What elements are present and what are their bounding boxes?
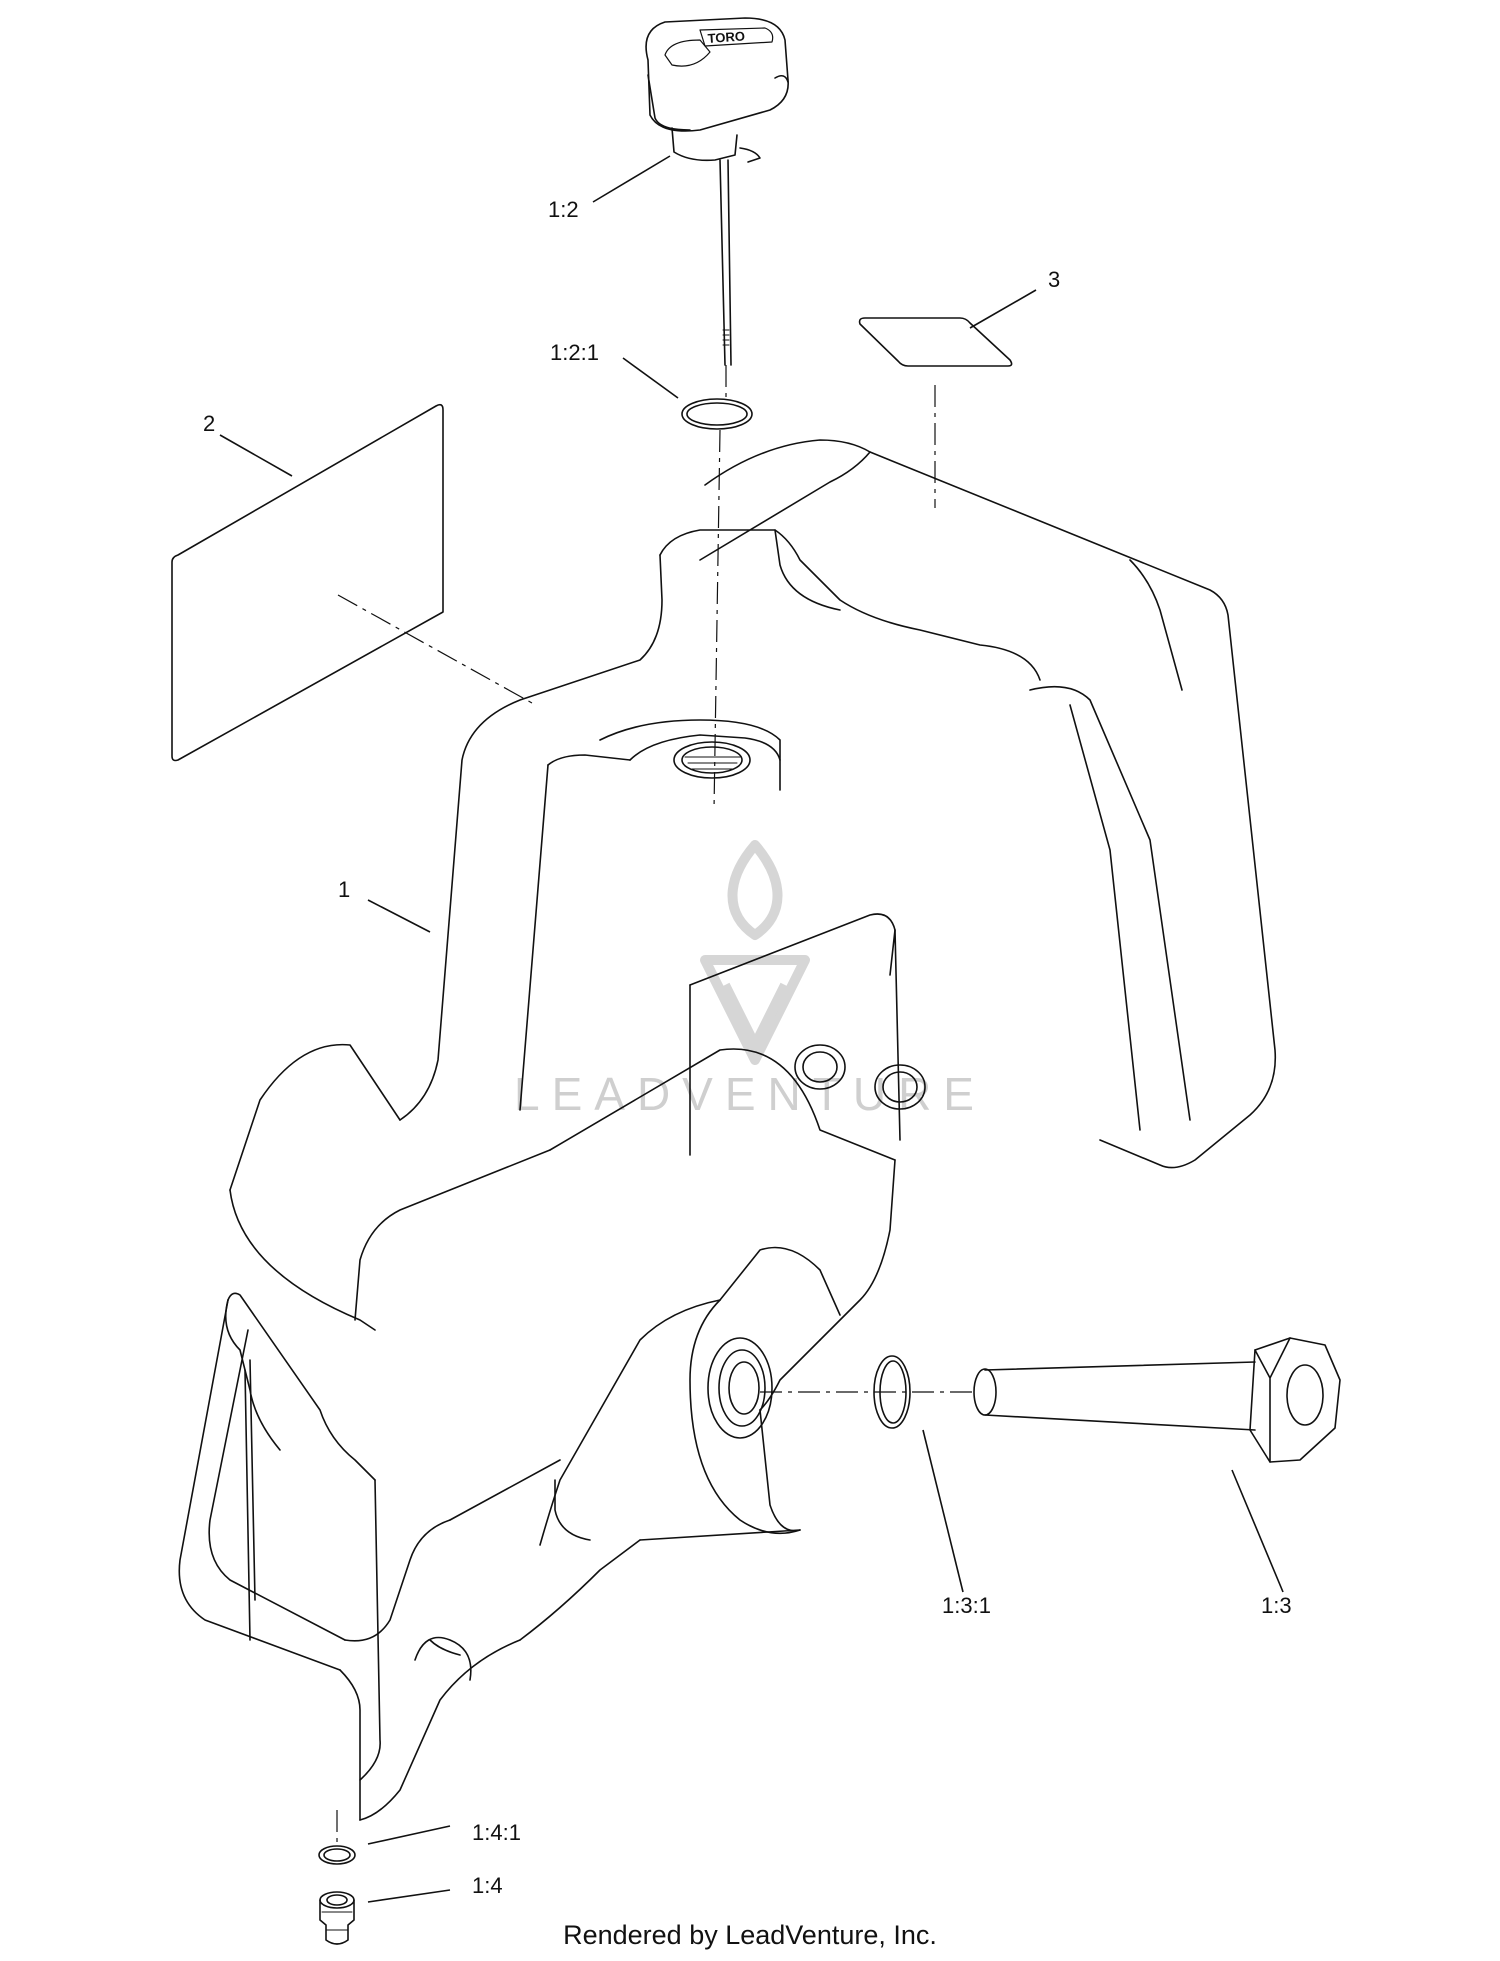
dipstick-cap: TORO <box>645 17 789 366</box>
watermark-text: LEADVENTURE <box>514 1068 986 1120</box>
callout-1-3: 1:3 <box>1261 1593 1292 1618</box>
fitting-1-3 <box>973 1337 1341 1463</box>
decal-3 <box>858 317 1013 367</box>
watermark-logo-icon <box>700 840 810 1065</box>
callout-3: 3 <box>1048 267 1060 292</box>
callout-2: 2 <box>203 411 215 436</box>
hydraulic-tank <box>178 439 1277 1821</box>
callout-1-2-1: 1:2:1 <box>550 340 599 365</box>
callout-1-4: 1:4 <box>472 1873 503 1898</box>
decal-2 <box>171 403 444 762</box>
render-credit: Rendered by LeadVenture, Inc. <box>563 1920 937 1950</box>
callout-1-2: 1:2 <box>548 197 579 222</box>
callout-1-4-1: 1:4:1 <box>472 1820 521 1845</box>
callout-1: 1 <box>338 877 350 902</box>
alignment-lines <box>336 365 975 1844</box>
o-ring-1-2-1 <box>681 398 753 430</box>
leader-lines <box>219 155 1284 1903</box>
watermark: LEADVENTURE <box>514 840 986 1120</box>
callout-1-3-1: 1:3:1 <box>942 1593 991 1618</box>
o-ring-1-4-1 <box>318 1845 356 1865</box>
plug-1-4 <box>319 1891 355 1945</box>
toro-logo-text: TORO <box>707 28 745 46</box>
